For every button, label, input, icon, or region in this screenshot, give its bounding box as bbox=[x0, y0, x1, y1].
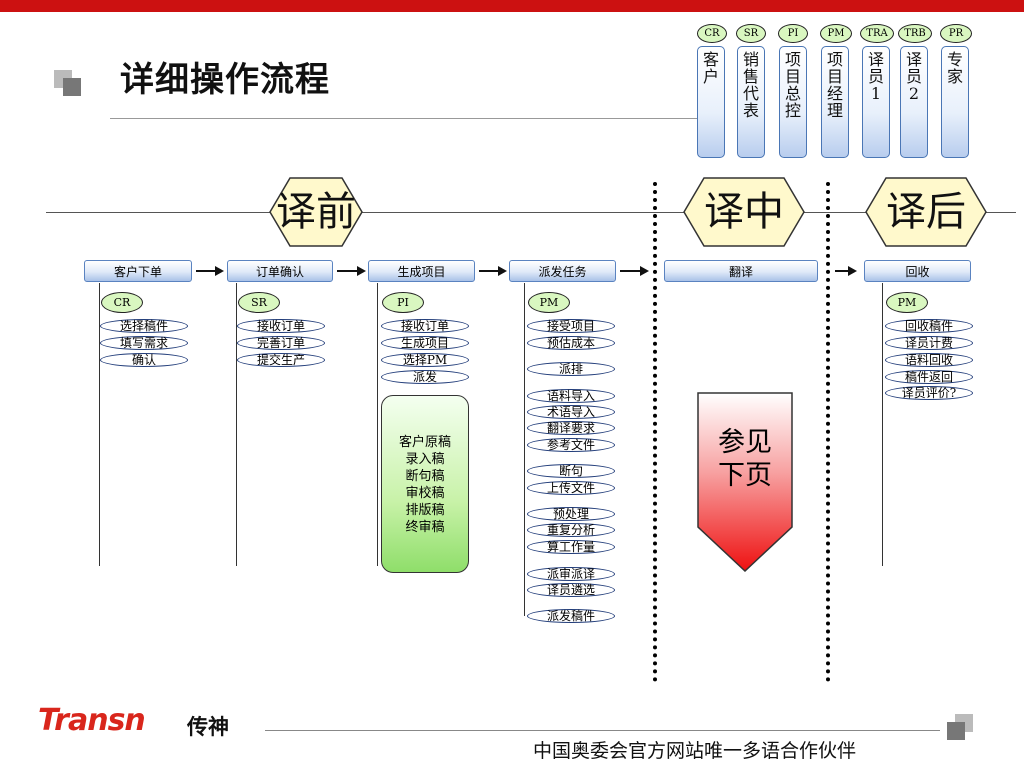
doc-segmented: 断句稿 bbox=[405, 469, 445, 484]
phase-hexagon-post bbox=[865, 177, 987, 247]
see-next-line-2: 下页 bbox=[718, 460, 772, 491]
role-code-pr: PR bbox=[940, 24, 972, 43]
step-submit-production: 提交生产 bbox=[237, 353, 325, 367]
step-schedule: 派排 bbox=[527, 362, 615, 376]
step-preprocess: 预处理 bbox=[527, 507, 615, 521]
lane-line-recycle bbox=[882, 283, 883, 566]
step-repetition-analysis: 重复分析 bbox=[527, 523, 615, 537]
lane-line-sales bbox=[236, 283, 237, 566]
transn-logo-wordmark: Transn bbox=[38, 703, 146, 738]
step-reference-files: 参考文件 bbox=[527, 438, 615, 452]
see-next-line-1: 参见 bbox=[718, 427, 772, 458]
top-accent-bar bbox=[0, 0, 1024, 12]
step-return-manuscripts: 稿件返回 bbox=[885, 370, 973, 384]
step-estimate-cost: 预估成本 bbox=[527, 336, 615, 350]
phase-hexagon-pre bbox=[269, 177, 363, 247]
flow-arrow-3 bbox=[479, 270, 499, 272]
see-next-page-text: 参见 下页 bbox=[697, 426, 793, 492]
step-select-translators: 译员遴选 bbox=[527, 583, 615, 597]
title-bullet-dark bbox=[63, 78, 81, 96]
role-code-tra: TRA bbox=[860, 24, 894, 43]
step-translator-evaluation: 译员评价? bbox=[885, 386, 973, 400]
step-assign-review-translate: 派审派译 bbox=[527, 567, 615, 581]
stage-order-confirm: 订单确认 bbox=[227, 260, 333, 282]
role-column-sales: 销售代表 bbox=[737, 46, 765, 158]
step-complete-order: 完善订单 bbox=[237, 336, 325, 350]
step-generate-project: 生成项目 bbox=[381, 336, 469, 350]
step-confirm: 确认 bbox=[100, 353, 188, 367]
step-recycle-manuscripts: 回收稿件 bbox=[885, 319, 973, 333]
stage-dispatch-task: 派发任务 bbox=[509, 260, 616, 282]
step-fill-requirements: 填写需求 bbox=[100, 336, 188, 350]
transn-logo-chinese: 传神 bbox=[187, 715, 229, 739]
role-code-pm: PM bbox=[820, 24, 852, 43]
role-column-customer: 客户 bbox=[697, 46, 725, 158]
lane-role-pi: PI bbox=[382, 292, 424, 313]
footer-tagline: 中国奥委会官方网站唯一多语合作伙伴 bbox=[533, 740, 857, 762]
step-translator-billing: 译员计费 bbox=[885, 336, 973, 350]
step-import-corpus: 语料导入 bbox=[527, 389, 615, 403]
step-dispatch: 派发 bbox=[381, 370, 469, 384]
phase-separator-2 bbox=[826, 182, 830, 682]
role-code-cr: CR bbox=[697, 24, 727, 43]
doc-reviewed: 审校稿 bbox=[405, 486, 445, 501]
lane-line-customer bbox=[99, 283, 100, 566]
phase-hexagon-mid bbox=[683, 177, 805, 247]
lane-line-project-manager bbox=[524, 283, 525, 616]
lane-role-pm-recycle: PM bbox=[886, 292, 928, 313]
doc-final: 终审稿 bbox=[405, 520, 445, 535]
phase-timeline bbox=[46, 212, 1016, 213]
page-title: 详细操作流程 bbox=[120, 60, 330, 100]
step-select-manuscript: 选择稿件 bbox=[100, 319, 188, 333]
lane-role-cr: CR bbox=[101, 292, 143, 313]
phase-label-mid: 译中 bbox=[704, 189, 784, 235]
step-calculate-workload: 算工作量 bbox=[527, 540, 615, 554]
role-column-project-control: 项目总控 bbox=[779, 46, 807, 158]
flow-arrow-5-head bbox=[848, 266, 857, 276]
lane-role-pm: PM bbox=[528, 292, 570, 313]
flow-arrow-3-head bbox=[498, 266, 507, 276]
step-receive-order-pi: 接收订单 bbox=[381, 319, 469, 333]
lane-role-sr: SR bbox=[238, 292, 280, 313]
step-segmentation: 断句 bbox=[527, 464, 615, 478]
stage-translation: 翻译 bbox=[664, 260, 818, 282]
role-code-trb: TRB bbox=[898, 24, 932, 43]
role-column-translator-1: 译员1 bbox=[862, 46, 890, 158]
lane-line-project-control bbox=[377, 283, 378, 566]
footer-bullet-dark bbox=[947, 722, 965, 740]
role-code-sr: SR bbox=[736, 24, 766, 43]
stage-customer-order: 客户下单 bbox=[84, 260, 192, 282]
see-next-page-arrow bbox=[697, 392, 793, 572]
step-select-pm: 选择PM bbox=[381, 353, 469, 367]
phase-separator-1 bbox=[653, 182, 657, 682]
flow-arrow-4 bbox=[620, 270, 641, 272]
step-corpus-recycle: 语料回收 bbox=[885, 353, 973, 367]
flow-arrow-2-head bbox=[357, 266, 366, 276]
footer-rule bbox=[265, 730, 940, 731]
flow-arrow-1-head bbox=[215, 266, 224, 276]
doc-entered: 录入稿 bbox=[405, 452, 445, 467]
role-code-pi: PI bbox=[778, 24, 808, 43]
doc-original: 客户原稿 bbox=[398, 435, 451, 450]
step-receive-order: 接收订单 bbox=[237, 319, 325, 333]
flow-arrow-2 bbox=[337, 270, 358, 272]
role-column-expert: 专家 bbox=[941, 46, 969, 158]
flow-arrow-1 bbox=[196, 270, 216, 272]
stage-recycle: 回收 bbox=[864, 260, 971, 282]
stage-create-project: 生成项目 bbox=[368, 260, 475, 282]
flow-arrow-5 bbox=[835, 270, 849, 272]
step-translation-requirements: 翻译要求 bbox=[527, 421, 615, 435]
doc-typeset: 排版稿 bbox=[405, 503, 445, 518]
document-versions-box: 客户原稿 录入稿 断句稿 审校稿 排版稿 终审稿 bbox=[381, 395, 469, 573]
phase-label-pre: 译前 bbox=[276, 189, 356, 235]
flow-arrow-4-head bbox=[640, 266, 649, 276]
title-underline bbox=[110, 118, 700, 119]
role-column-project-manager: 项目经理 bbox=[821, 46, 849, 158]
step-dispatch-manuscripts: 派发稿件 bbox=[527, 609, 615, 623]
role-column-translator-2: 译员2 bbox=[900, 46, 928, 158]
step-accept-project: 接受项目 bbox=[527, 319, 615, 333]
step-upload-files: 上传文件 bbox=[527, 481, 615, 495]
phase-label-post: 译后 bbox=[886, 189, 966, 235]
step-import-terms: 术语导入 bbox=[527, 405, 615, 419]
